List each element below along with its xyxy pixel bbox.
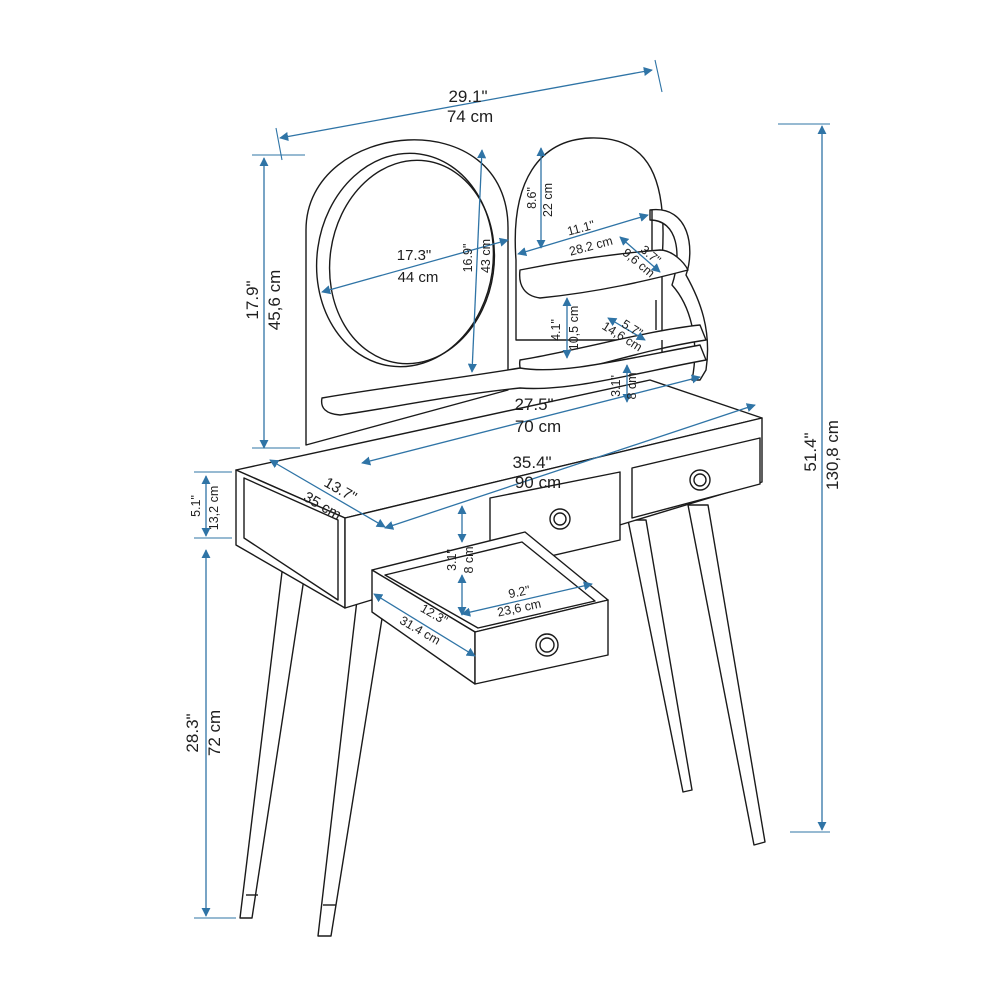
total-height-cm-label: 130,8 cm [823,420,842,490]
mirror-width-cm-label: 44 cm [398,269,439,286]
drawer-height-inch-label: 3.1" [445,549,459,571]
total-height-inch-label: 51.4" [801,432,820,471]
upper-gap-inch-label: 8.6" [525,187,539,209]
table-thickness-cm-label: 13,2 cm [207,486,221,530]
dimension-lines [194,59,830,919]
leg-height-inch-label: 28.3" [183,713,202,752]
drawer-right-knob [689,469,711,491]
drawer-width-inch-label: 9.2" [507,583,531,601]
open-drawer-knob [535,633,559,657]
front-left-leg [239,571,306,919]
back-left-leg [627,519,693,793]
lower-shelf-width-inch-label: 27.5" [514,395,553,414]
mirror-width-inch-label: 17.3" [397,247,432,264]
drawer-middle-knob [549,508,571,530]
furniture [235,137,766,937]
table-thickness-inch-label: 5.1" [189,495,203,517]
total-width-inch-label: 29.1" [448,87,487,106]
shelf-gap-cm-label: 10,5 cm [567,306,581,350]
upper-gap-cm-label: 22 cm [541,183,555,217]
table-width-inch-label: 35.4" [512,453,551,472]
lower-gap-inch-label: 3.1" [609,375,623,397]
mirror-height-inch-label: 16.9" [461,244,475,273]
front-right-leg [317,599,386,937]
lower-shelf-width-cm-label: 70 cm [515,417,561,436]
drawer-height-cm-label: 8 cm [462,546,476,573]
table-width-cm-label: 90 cm [515,473,561,492]
mirror-panel-height-inch-label: 17.9" [243,280,262,319]
total-width-cm-label: 74 cm [447,107,493,126]
leg-height-cm-label: 72 cm [205,710,224,756]
lower-gap-cm-label: 8 cm [625,372,639,399]
mirror-panel-height-cm-label: 45,6 cm [265,270,284,330]
shelf-gap-inch-label: 4.1" [549,319,563,341]
back-right-leg [687,504,766,846]
top-shelf-width-inch-label: 11.1" [566,218,597,239]
mirror-height-cm-label: 43 cm [479,239,493,273]
